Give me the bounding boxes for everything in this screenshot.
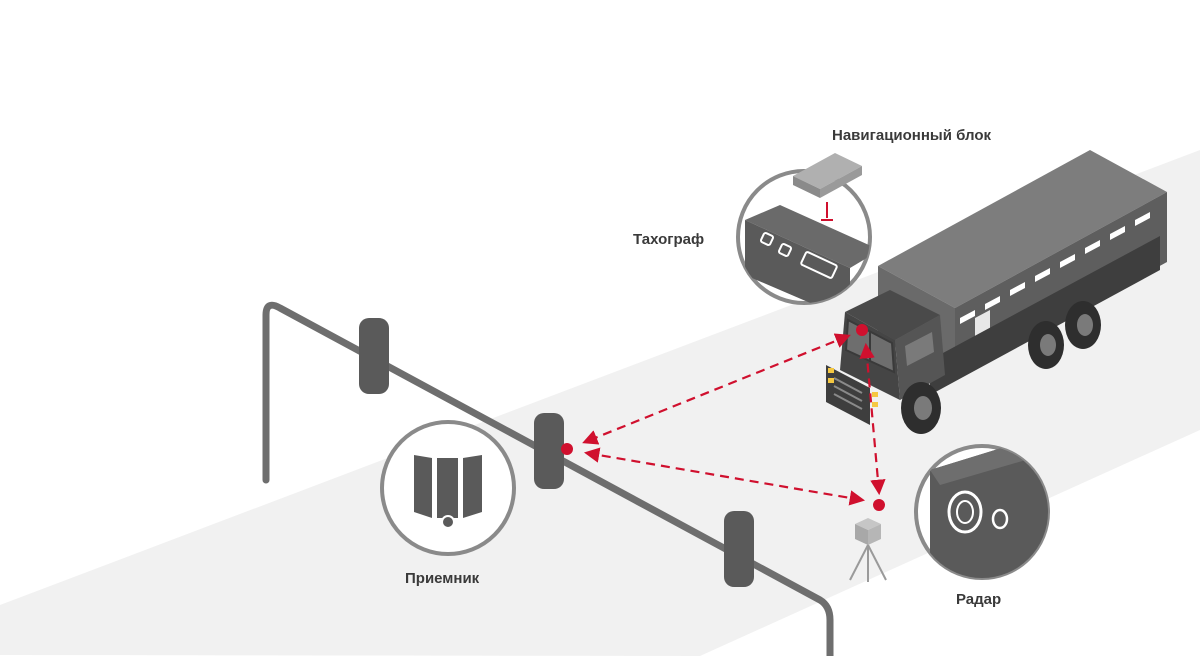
gantry-beacon (724, 511, 754, 587)
signal-point-receiver (561, 443, 573, 455)
signal-point-radar (873, 499, 885, 511)
signal-point-truck (856, 324, 868, 336)
navigation-unit-icon (793, 153, 862, 221)
navigation-unit-label: Навигационный блок (832, 127, 992, 144)
truck-icon (826, 150, 1167, 434)
tachograph-label: Тахограф (633, 231, 705, 248)
signal-arrow-radar-truck (859, 342, 886, 496)
gantry-beacon (359, 318, 389, 394)
receiver-icon (380, 420, 516, 556)
signal-arrow-radar-receiver (583, 447, 866, 506)
receiver-label: Приемник (405, 570, 480, 587)
tachograph-icon (736, 169, 872, 305)
signal-arrow-truck-receiver (582, 333, 851, 445)
tripod-radar-icon (849, 518, 887, 582)
radar-label: Радар (956, 591, 1002, 608)
radar-icon (914, 444, 1050, 580)
gantry-beacon (534, 413, 564, 489)
